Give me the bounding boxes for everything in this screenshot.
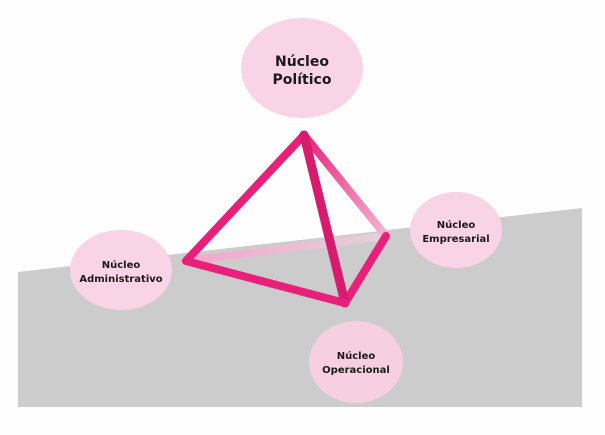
node-empresarial-line1: Núcleo — [437, 219, 476, 231]
node-politico: Núcleo Político — [241, 18, 363, 118]
edge-top-administrativo — [182, 131, 308, 265]
node-empresarial-line2: Empresarial — [422, 234, 489, 245]
edge-administrativo-empresarial — [182, 232, 390, 265]
node-operacional-line1: Núcleo — [337, 350, 376, 362]
node-administrativo-bubble — [70, 230, 172, 310]
node-empresarial: Núcleo Empresarial — [410, 192, 502, 268]
node-operacional-bubble — [309, 321, 403, 403]
edge-top-empresarial — [300, 131, 390, 240]
edge-top-operacional — [299, 130, 350, 308]
node-operacional: Núcleo Operacional — [309, 321, 403, 403]
node-operacional-line2: Operacional — [322, 365, 390, 376]
edge-administrativo-operacional — [182, 257, 349, 307]
node-politico-bubble — [241, 18, 363, 118]
node-administrativo: Núcleo Administrativo — [70, 230, 172, 310]
node-empresarial-bubble — [410, 192, 502, 268]
node-politico-line2: Político — [273, 72, 332, 88]
node-administrativo-line1: Núcleo — [102, 259, 141, 271]
node-politico-line1: Núcleo — [275, 54, 329, 70]
edge-empresarial-operacional — [341, 232, 390, 307]
node-administrativo-line2: Administrativo — [79, 274, 162, 285]
